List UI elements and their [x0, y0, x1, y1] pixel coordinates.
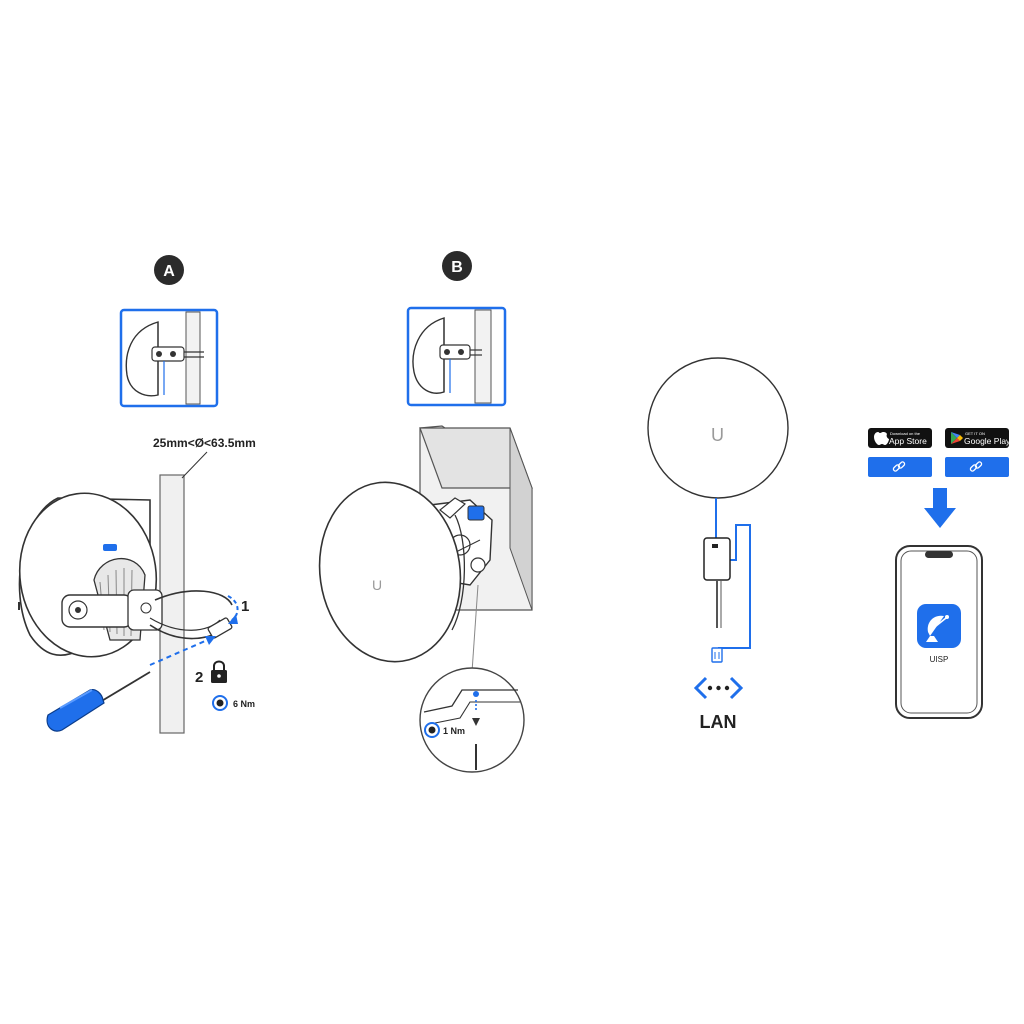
google-play-big-text: Google Play	[964, 436, 1011, 446]
inset-pole-mount	[119, 308, 219, 408]
lan-label: LAN	[700, 712, 737, 732]
badge-b	[442, 251, 472, 281]
badge-a	[154, 255, 184, 285]
rj45-connector-icon	[711, 647, 723, 663]
diameter-leader-line	[181, 451, 208, 479]
torque-label-b: 1 Nm	[443, 726, 465, 736]
torque-icon	[212, 695, 228, 711]
screwdriver-icon	[46, 671, 151, 732]
google-play-icon	[951, 432, 963, 444]
app-store-big-text: App Store	[889, 436, 927, 446]
dish-antenna-a	[18, 492, 163, 658]
link-icon	[969, 461, 983, 472]
panel-b: B	[318, 251, 533, 773]
apple-icon	[874, 432, 889, 445]
app-store-link-button[interactable]	[868, 457, 932, 477]
step-2-label: 2	[195, 669, 203, 686]
network-icon	[693, 676, 744, 700]
torque-label-a: 6 Nm	[233, 699, 255, 709]
step-1-label: 1	[241, 598, 249, 615]
phone-notch	[925, 551, 953, 558]
panel-d: Download on the App Store GET IT ON Goog…	[868, 428, 1011, 719]
antenna-front	[647, 357, 789, 499]
inset-wall-mount	[406, 306, 507, 407]
alignment-indicator	[103, 544, 117, 551]
pole-diameter-label: 25mm<Ø<63.5mm	[153, 436, 256, 450]
panel-c: U LAN	[647, 357, 789, 732]
download-arrow-icon	[924, 488, 956, 528]
hose-clamp	[149, 590, 233, 640]
pole	[159, 474, 185, 734]
google-play-badge[interactable]: GET IT ON Google Play	[945, 428, 1011, 448]
screw-detail-callout	[419, 667, 525, 773]
uisp-app-icon[interactable]	[917, 604, 961, 648]
app-store-badge[interactable]: Download on the App Store	[868, 428, 932, 448]
poe-injector-icon	[703, 537, 731, 628]
badge-b-label: B	[451, 259, 463, 276]
dish-antenna-b: U	[318, 481, 466, 663]
panel-a: A 25mm<Ø<63.5mm	[18, 255, 256, 734]
detail-leader-line	[471, 584, 479, 673]
screwdriver-path	[149, 637, 213, 666]
ubiquiti-logo-icon-c: U	[711, 425, 724, 445]
badge-a-label: A	[163, 263, 175, 280]
google-play-link-button[interactable]	[945, 457, 1009, 477]
lock-icon	[211, 660, 227, 683]
ubiquiti-logo-icon: U	[372, 577, 382, 593]
uisp-app-label: UISP	[930, 655, 949, 664]
satellite-dish-icon	[926, 615, 949, 642]
tighten-arrow	[227, 595, 239, 621]
app-store-small-text: Download on the	[890, 431, 921, 436]
google-play-small-text: GET IT ON	[965, 431, 985, 436]
lan-cable	[718, 524, 751, 649]
torque-icon-b	[424, 722, 440, 738]
link-icon	[892, 461, 906, 472]
